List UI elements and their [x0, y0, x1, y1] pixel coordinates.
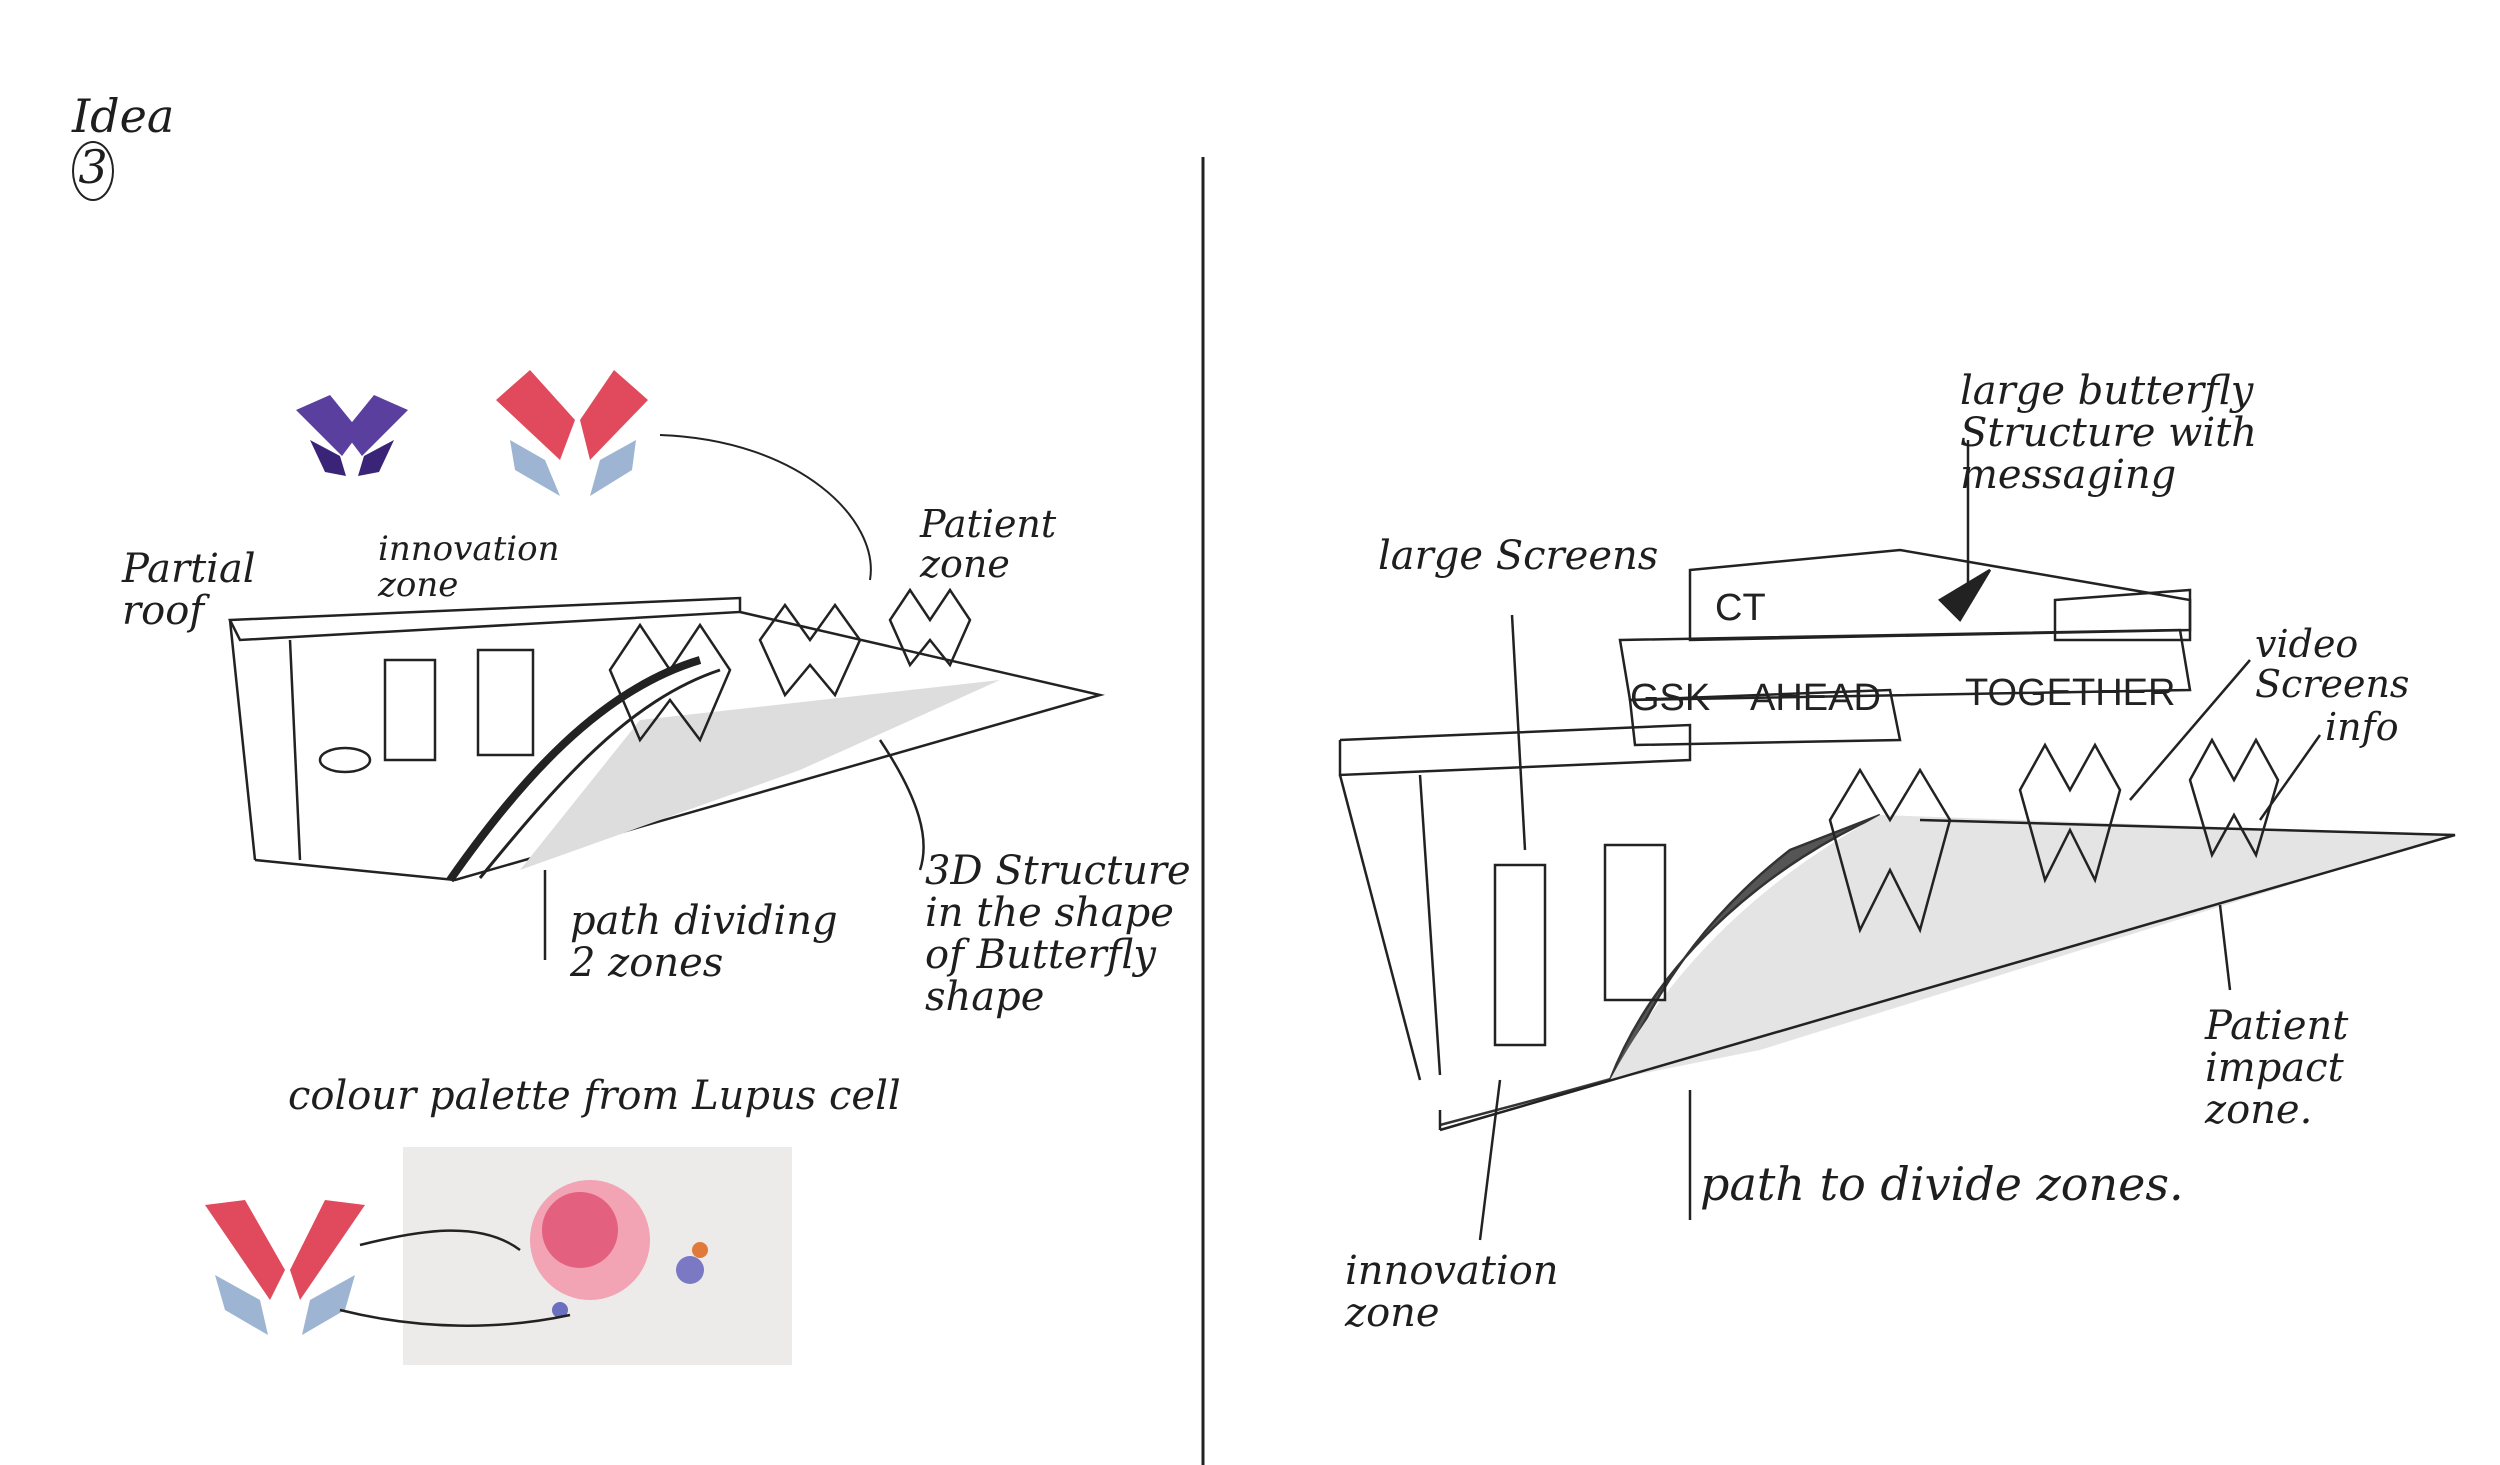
- label-path-dividing: path dividing 2 zones: [570, 898, 838, 986]
- sign-gsk: GSK: [1630, 677, 1710, 719]
- connector-arrow: [659, 434, 872, 581]
- palette-butterfly-icon: [205, 1200, 365, 1335]
- label-innovation-zone-right: innovation zone: [1345, 1248, 1559, 1336]
- label-patient-impact-zone: Patient impact zone.: [2205, 1003, 2349, 1133]
- label-3d-structure: 3D Structure in the shape of Butterfly s…: [925, 848, 1191, 1020]
- palette-link-line: [339, 1308, 571, 1327]
- purple-butterfly-icon: [296, 395, 408, 476]
- label-path-divide-zones: path to divide zones.: [1700, 1157, 2184, 1211]
- idea-title: Idea 3: [72, 44, 174, 201]
- lupus-cell-image: [403, 1147, 792, 1365]
- right-booth-sketch: [1338, 440, 2456, 1241]
- palette-link-line: [359, 1229, 521, 1252]
- label-butterfly-structure: large butterfly Structure with messaging: [1960, 368, 2257, 498]
- idea-title-text: Idea: [72, 89, 175, 144]
- label-partial-roof: Partial roof: [122, 546, 256, 634]
- left-booth-sketch: [228, 587, 1105, 960]
- label-innovation-zone: innovation zone: [378, 529, 560, 605]
- idea-number: 3: [72, 140, 114, 201]
- red-blue-butterfly-icon: [496, 370, 648, 496]
- sign-together: TOGETHER: [1965, 672, 2175, 714]
- palette-caption: colour palette from Lupus cell: [288, 1073, 901, 1119]
- label-patient-zone: Patient zone: [920, 502, 1057, 586]
- label-large-screens: large Screens: [1378, 533, 1659, 579]
- sign-ct: CT: [1715, 587, 1766, 629]
- label-video-screens: video Screens: [2255, 622, 2410, 706]
- sign-ahead: AHEAD: [1750, 677, 1881, 719]
- label-info: info: [2325, 705, 2399, 749]
